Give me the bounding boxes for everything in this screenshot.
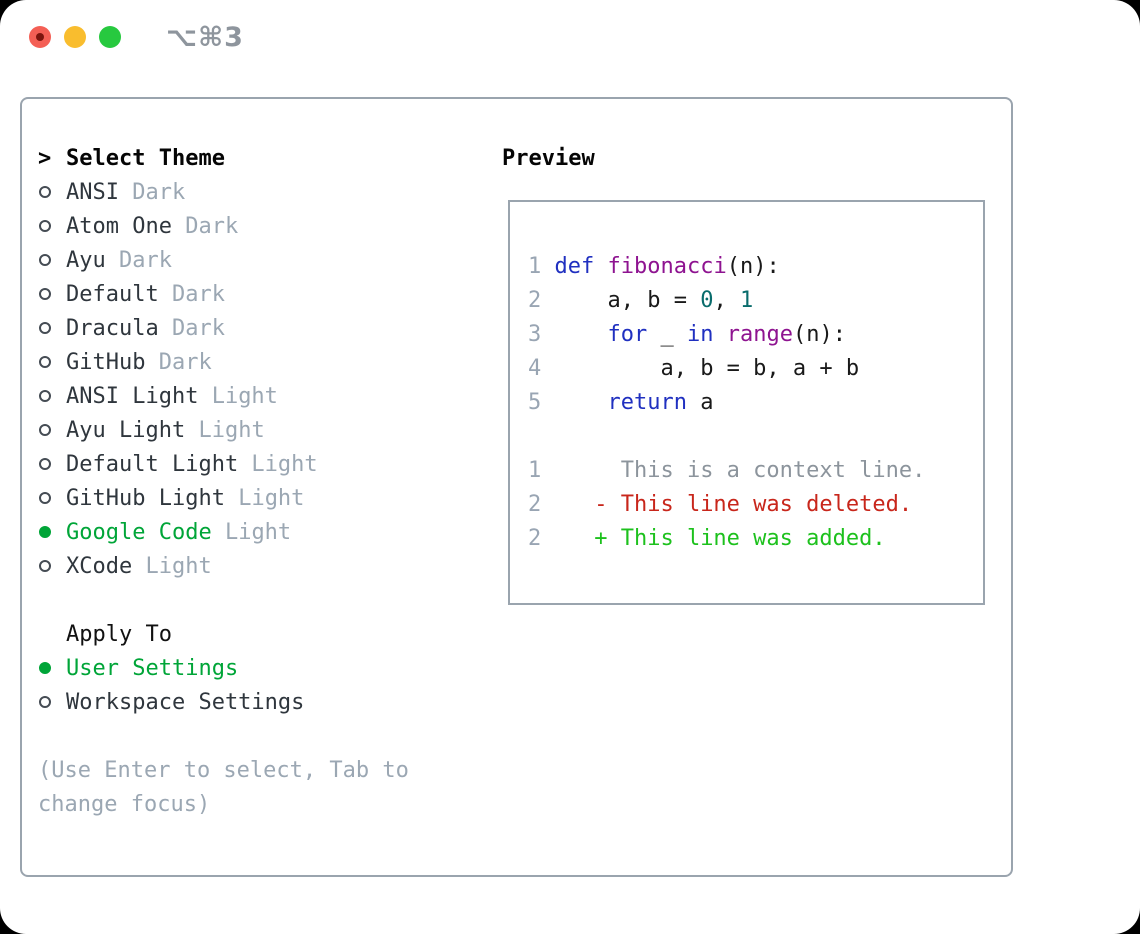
- select-theme-header: > Select Theme: [38, 141, 409, 175]
- radio-icon: [38, 356, 66, 368]
- code-preview: 1 def fibonacci(n): 2 a, b = 0, 1 3 for _ …: [510, 202, 983, 556]
- sidebar: > Select Theme ANSI Dark Atom One Dark Ay…: [38, 141, 409, 821]
- close-button[interactable]: [29, 26, 51, 48]
- theme-variant: Dark: [158, 281, 225, 307]
- theme-list-item[interactable]: Atom One Dark: [38, 209, 409, 243]
- theme-variant: Light: [211, 519, 292, 545]
- radio-icon: [38, 220, 66, 232]
- radio-icon: [38, 526, 66, 538]
- code-line: 3 for _ in range(n):: [528, 322, 846, 347]
- radio-icon: [38, 458, 66, 470]
- cursor-prefix: >: [38, 145, 52, 171]
- theme-list-item[interactable]: Google Code Light: [38, 515, 409, 549]
- theme-name: Default: [66, 281, 159, 307]
- theme-name: GitHub: [66, 349, 146, 375]
- theme-selector-panel: > Select Theme ANSI Dark Atom One Dark Ay…: [20, 97, 1013, 877]
- apply-to-label: Apply To: [66, 621, 172, 647]
- radio-icon: [38, 186, 66, 198]
- code-line: 2 a, b = 0, 1: [528, 288, 754, 313]
- code-line: 1 This is a context line.: [528, 458, 926, 483]
- zoom-button[interactable]: [99, 26, 121, 48]
- preview-pane: 1 def fibonacci(n): 2 a, b = 0, 1 3 for _ …: [508, 200, 985, 605]
- theme-name: XCode: [66, 553, 133, 579]
- radio-icon: [38, 424, 66, 436]
- theme-variant: Light: [185, 417, 265, 443]
- theme-list-item[interactable]: ANSI Dark: [38, 175, 409, 209]
- theme-variant: Dark: [158, 315, 225, 341]
- minimize-button[interactable]: [64, 26, 86, 48]
- apply-option[interactable]: Workspace Settings: [38, 685, 409, 719]
- radio-icon: [38, 254, 66, 266]
- theme-list-item[interactable]: Default Light Light: [38, 447, 409, 481]
- theme-name: ANSI Light: [66, 383, 199, 409]
- radio-icon: [38, 390, 66, 402]
- theme-variant: Light: [224, 485, 305, 511]
- theme-list-item[interactable]: XCode Light: [38, 549, 409, 583]
- theme-list-item[interactable]: Default Dark: [38, 277, 409, 311]
- theme-name: Dracula: [66, 315, 159, 341]
- hint-line: change focus): [38, 791, 211, 817]
- preview-title: Preview: [502, 146, 595, 171]
- code-line: [528, 420, 983, 454]
- apply-option[interactable]: User Settings: [38, 651, 409, 685]
- theme-name: Default Light: [66, 451, 239, 477]
- radio-icon: [38, 322, 66, 334]
- theme-list-item[interactable]: GitHub Dark: [38, 345, 409, 379]
- theme-name: ANSI: [66, 179, 119, 205]
- page-title: Select Theme: [66, 145, 225, 171]
- theme-name: Ayu Light: [66, 417, 186, 443]
- theme-list-item[interactable]: Ayu Light Light: [38, 413, 409, 447]
- theme-list-item[interactable]: Ayu Dark: [38, 243, 409, 277]
- code-line: 2 + This line was added.: [528, 526, 886, 551]
- window-title: ⌥⌘3: [166, 22, 244, 53]
- theme-variant: Light: [238, 451, 318, 477]
- radio-icon: [38, 696, 66, 708]
- apply-to-options: User Settings Workspace Settings: [38, 651, 409, 719]
- theme-variant: Dark: [118, 179, 186, 205]
- theme-list-item[interactable]: ANSI Light Light: [38, 379, 409, 413]
- theme-name: Google Code: [66, 519, 212, 545]
- code-line: 1 def fibonacci(n):: [528, 254, 780, 279]
- theme-variant: Dark: [171, 213, 239, 239]
- theme-name: GitHub Light: [66, 485, 225, 511]
- code-line: 4 a, b = b, a + b: [528, 356, 860, 381]
- apply-to-header: Apply To: [38, 617, 409, 651]
- theme-list-item[interactable]: Dracula Dark: [38, 311, 409, 345]
- hint-line: (Use Enter to select, Tab to: [38, 757, 409, 783]
- theme-variant: Light: [132, 553, 212, 579]
- theme-name: Atom One: [66, 213, 172, 239]
- code-line: 5 return a: [528, 390, 714, 415]
- theme-list-item[interactable]: GitHub Light Light: [38, 481, 409, 515]
- apply-option-label: User Settings: [66, 655, 239, 681]
- radio-icon: [38, 560, 66, 572]
- keyboard-hint: (Use Enter to select, Tab to change focus…: [38, 753, 409, 821]
- radio-icon: [38, 288, 66, 300]
- theme-variant: Light: [198, 383, 278, 409]
- radio-icon: [38, 492, 66, 504]
- theme-name: Ayu: [66, 247, 106, 273]
- code-line: 2 - This line was deleted.: [528, 492, 913, 517]
- radio-icon: [38, 662, 66, 674]
- theme-variant: Dark: [105, 247, 172, 273]
- theme-list: ANSI Dark Atom One Dark Ayu Dark Default…: [38, 175, 409, 583]
- apply-option-label: Workspace Settings: [66, 689, 305, 715]
- theme-variant: Dark: [145, 349, 212, 375]
